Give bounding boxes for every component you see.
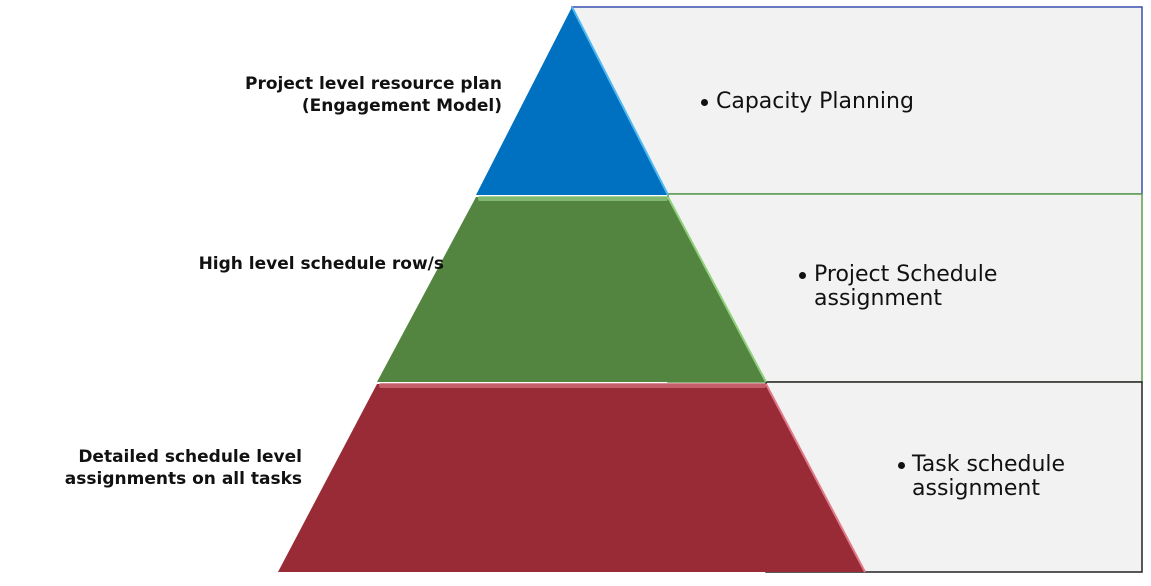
bullet-task-schedule-line2: assignment [912,476,1040,501]
left-label-level-2: High level schedule row/s [199,253,444,275]
left-label-level-2-line1: High level schedule row/s [198,254,444,274]
pyramid-tier-middle [377,197,766,382]
bullet-task-schedule-line1: Task schedule [912,452,1066,477]
left-label-level-1: Project level resource plan (Engagement … [245,73,502,117]
pyramid-tier-top [476,7,668,195]
pyramid-tier-bottom-edge [765,383,866,573]
bullet-task-schedule: Task schedule assignment [912,453,1065,501]
left-label-level-1-line1: Project level resource plan [244,74,502,94]
left-label-level-3-line1: Detailed schedule level [78,447,302,467]
bullet-capacity-planning: Capacity Planning [716,90,914,114]
bullet-project-schedule-line2: assignment [814,286,942,311]
pyramid-tier-middle-edge [667,196,767,383]
bullet-capacity-planning-line1: Capacity Planning [716,89,914,114]
pyramid-tier-middle-cap [478,196,668,201]
pyramid-tier-bottom-cap [379,383,766,388]
left-label-level-3-line2: assignments on all tasks [64,469,302,489]
panel-capacity-planning [571,6,1143,195]
pyramid-tier-top-edge [571,6,669,196]
bullet-dot-task-schedule [898,462,905,469]
bullet-project-schedule: Project Schedule assignment [814,263,997,311]
pyramid-tier-bottom [278,384,865,572]
bullet-dot-capacity [701,99,708,106]
left-label-level-3: Detailed schedule level assignments on a… [65,446,302,490]
left-label-level-1-line2: (Engagement Model) [301,96,502,116]
bullet-project-schedule-line1: Project Schedule [814,262,998,287]
bullet-dot-project-schedule [799,272,806,279]
